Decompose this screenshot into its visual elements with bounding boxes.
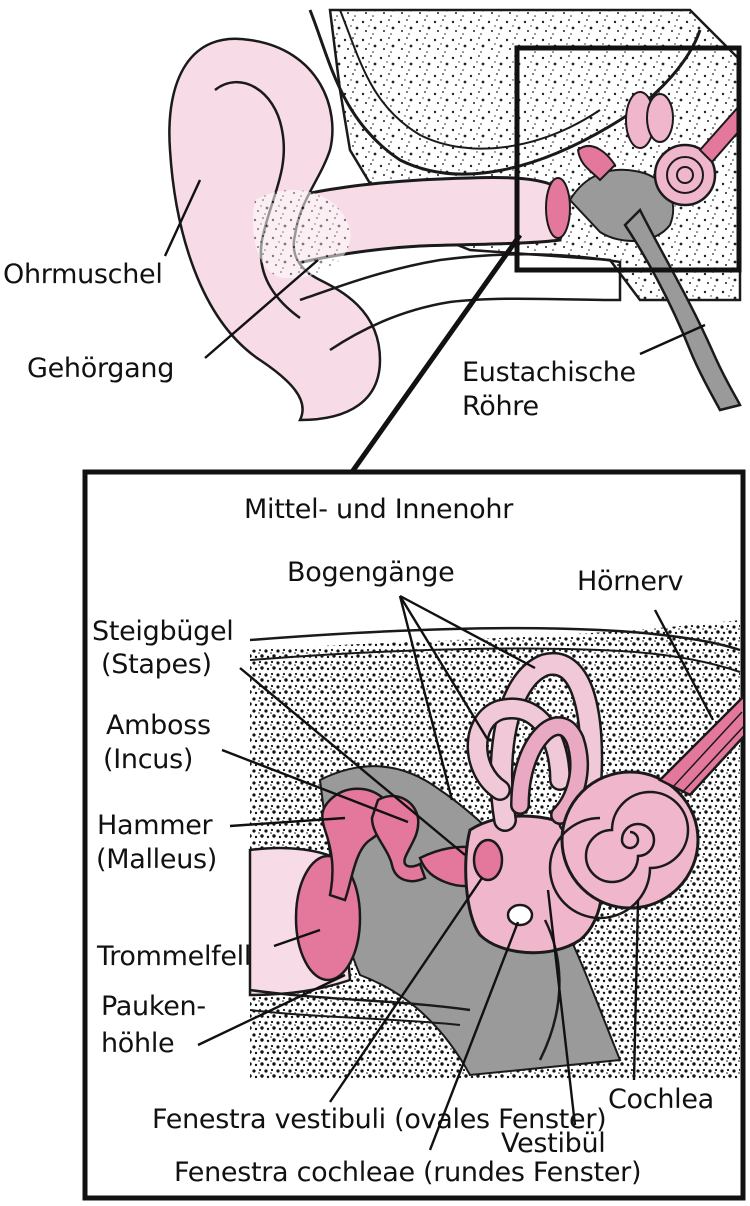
inner-ear-mini [568,91,741,242]
eustachian-tube [623,207,742,412]
leader-bogengaenge-3 [399,594,536,670]
cochlea-spiral [548,790,690,920]
leader-trommelfell [273,928,321,948]
label-ohrmuschel: Ohrmuschel [3,259,163,290]
label-amboss-1: Amboss [106,710,211,741]
label-amboss-2: (Incus) [103,744,193,775]
auditory-nerve [657,695,743,797]
leader-fenestra-vestibuli [329,877,483,1103]
leader-amboss [221,748,409,824]
oval-window [472,838,504,882]
inset-bone-bottom-2 [249,1009,461,1026]
leader-cochlea [632,899,640,1081]
label-gehoergang: Gehörgang [27,353,174,384]
label-eustachische-1: Eustachische [462,357,636,388]
skull-band-upper-inner [339,9,601,150]
leader-ohrmuschel [163,179,202,257]
leader-hammer [229,816,346,828]
outer-ear-overview [168,8,742,422]
inset-title: Mittel- und Innenohr [244,494,514,525]
leader-steigbuegel [239,667,466,856]
eardrum-small [545,177,571,239]
label-hoernerv: Hörnerv [577,566,683,597]
label-fenestra-cochleae: Fenestra cochleae (rundes Fenster) [174,1157,641,1188]
round-window [506,903,534,927]
concha [253,190,351,279]
zoom-frame [514,45,742,273]
inset-bone-top-edge-2 [249,647,741,673]
label-eustachische-2: Röhre [462,391,539,422]
label-vestibuel: Vestibül [501,1128,606,1159]
label-pauken-1: Pauken- [101,991,206,1022]
label-fenestra-vestibuli: Fenestra vestibuli (ovales Fenster) [152,1104,606,1135]
label-steigbuegel-2: (Stapes) [101,649,212,680]
label-hammer-1: Hammer [97,810,214,841]
leader-gehoergang [204,259,319,359]
label-hammer-2: (Malleus) [96,844,217,875]
leader-bogengaenge-2 [398,595,490,741]
auricle-inner-fold [214,80,301,320]
skull-band-upper [308,9,702,176]
zoom-connector [349,233,523,474]
leader-vestibuel [546,889,577,1126]
inset-bone-top-edge [249,626,741,652]
cochlea-shell [560,770,700,910]
label-steigbuegel-1: Steigbügel [92,616,233,647]
leader-hoernerv [653,609,715,721]
leader-fenestra-cochleae [428,921,520,1151]
leader-bogengaenge-1 [398,595,454,801]
inset-bone-bottom-1 [249,988,471,1012]
skull-band-lower [299,253,622,352]
inset-frame [82,469,746,1201]
label-pauken-2: höhle [101,1028,174,1059]
leader-eustachische [639,323,706,356]
label-bogengaenge: Bogengänge [287,557,454,588]
leader-pauken [197,973,346,1047]
semicircular-canal-b-fill [469,700,569,799]
semicircular-canal-c-fill [512,718,587,823]
inset-illustration [248,620,743,1080]
label-trommelfell: Trommelfell [96,941,251,972]
auditory-nerve-striation [671,711,743,796]
label-cochlea: Cochlea [608,1084,714,1115]
